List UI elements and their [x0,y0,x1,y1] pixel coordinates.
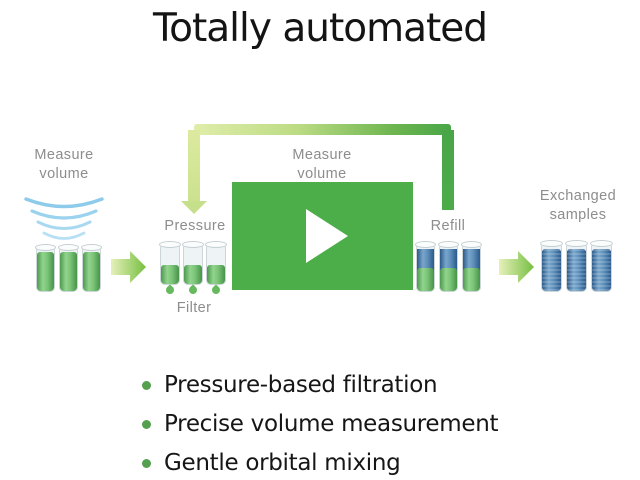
filter-vial [205,241,227,285]
droplet-icon [187,284,199,296]
bullet-dot-icon [142,420,151,429]
flow-arrow-right-icon [499,251,534,283]
label-measure-volume-loop: Measure volume [292,147,352,182]
list-item: Precise volume measurement [142,405,499,444]
loop-arrow-top-bar [194,124,451,135]
filter-vial [182,241,204,285]
sample-vial-green [35,244,56,292]
bullet-dot-icon [142,459,151,468]
list-item: Gentle orbital mixing [142,444,498,480]
droplet-icon [210,284,222,296]
sample-vial-blue [565,240,588,292]
label-measure-volume-left: Measure volume [34,147,94,182]
filter-vial [159,241,181,285]
bullet-text: Gentle orbital mixing [164,450,401,476]
sample-vial-blue [540,240,563,292]
slide-title: Totally automated [152,6,488,51]
sample-vial-blue [590,240,613,292]
loop-arrow-up-segment [442,130,454,210]
droplet-icon [164,284,176,296]
label-exchanged-samples: Exchanged samples [539,188,617,223]
list-item: Pressure-based filtration [142,366,498,405]
bullet-text: Precise volume measurement [164,411,499,437]
loop-arrow-down-head-icon [181,201,207,214]
refill-vial [438,241,459,292]
label-refill: Refill [430,218,466,234]
flow-arrow-right-icon [111,251,146,283]
refill-vial [415,241,436,292]
bullet-dot-icon [142,381,151,390]
feature-list: Pressure-based filtration Precise volume… [142,366,499,480]
label-pressure: Pressure [164,218,226,234]
play-triangle-icon [306,209,348,263]
label-filter: Filter [176,300,212,316]
refill-vial [461,241,482,292]
sample-vial-green [81,244,102,292]
play-button[interactable] [232,182,413,290]
sonar-waves-icon [24,197,104,240]
bullet-text: Pressure-based filtration [164,372,438,398]
loop-arrow-down-segment [188,130,200,202]
sample-vial-green [58,244,79,292]
